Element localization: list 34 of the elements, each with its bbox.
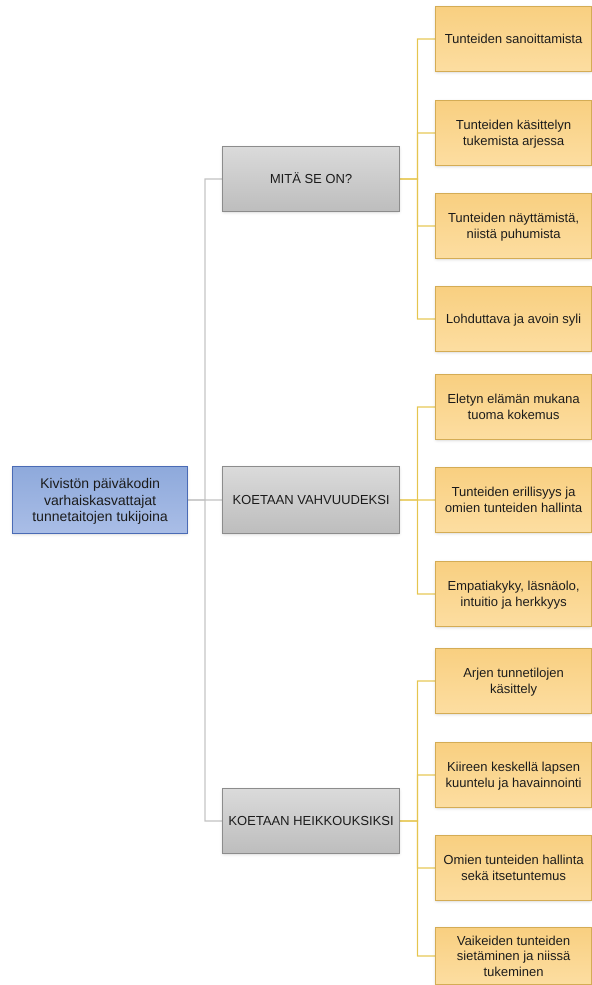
- box-text: Lohduttava ja avoin syli: [446, 311, 582, 327]
- category-box: [222, 146, 400, 212]
- category-box: [222, 788, 400, 854]
- item-box: [435, 742, 592, 808]
- item-box: [435, 835, 592, 901]
- connector-line: [400, 820, 435, 957]
- item-box: [435, 374, 592, 440]
- box-text: Arjen tunnetilojen käsittely: [462, 665, 565, 697]
- item-box: [435, 100, 592, 166]
- box-text: Tunteiden näyttämistä, niistä puhumista: [446, 210, 580, 242]
- category-box: [222, 466, 400, 534]
- connector-line: [400, 499, 435, 595]
- root-box: [12, 466, 188, 534]
- item-box: [435, 927, 592, 985]
- box-text: Vaikeiden tunteiden sietäminen ja niissä tukeminen: [456, 932, 572, 980]
- box-text: Tunteiden sanoittamista: [444, 31, 582, 47]
- box-text: Eletyn elämän mukana tuoma kokemus: [446, 391, 581, 423]
- box-text: KOETAAN HEIKKOUKSIKSI: [228, 813, 394, 829]
- box-text: MITÄ SE ON?: [270, 171, 352, 187]
- item-box: [435, 193, 592, 259]
- item-box: [435, 6, 592, 72]
- item-box: [435, 286, 592, 352]
- item-box: [435, 467, 592, 533]
- connector-line: [400, 178, 435, 320]
- box-text: Empatiakyky, läsnäolo, intuitio ja herkkyys: [446, 578, 580, 610]
- connector-line: [188, 499, 222, 822]
- box-text: Tunteiden käsittelyn tukemista arjessa: [454, 117, 572, 149]
- box-text: KOETAAN VAHVUUDEKSI: [232, 492, 390, 508]
- box-text: Omien tunteiden hallinta sekä itsetuntemus: [442, 852, 585, 884]
- item-box: [435, 648, 592, 714]
- box-text: Kivistön päiväkodin varhaiskasvattajat tunnetaitojen tukijoina: [31, 474, 169, 526]
- box-text: Tunteiden erillisyys ja omien tunteiden hallinta: [444, 484, 584, 516]
- box-text: Kiireen keskellä lapsen kuuntelu ja havainnointi: [444, 759, 582, 791]
- item-box: [435, 561, 592, 627]
